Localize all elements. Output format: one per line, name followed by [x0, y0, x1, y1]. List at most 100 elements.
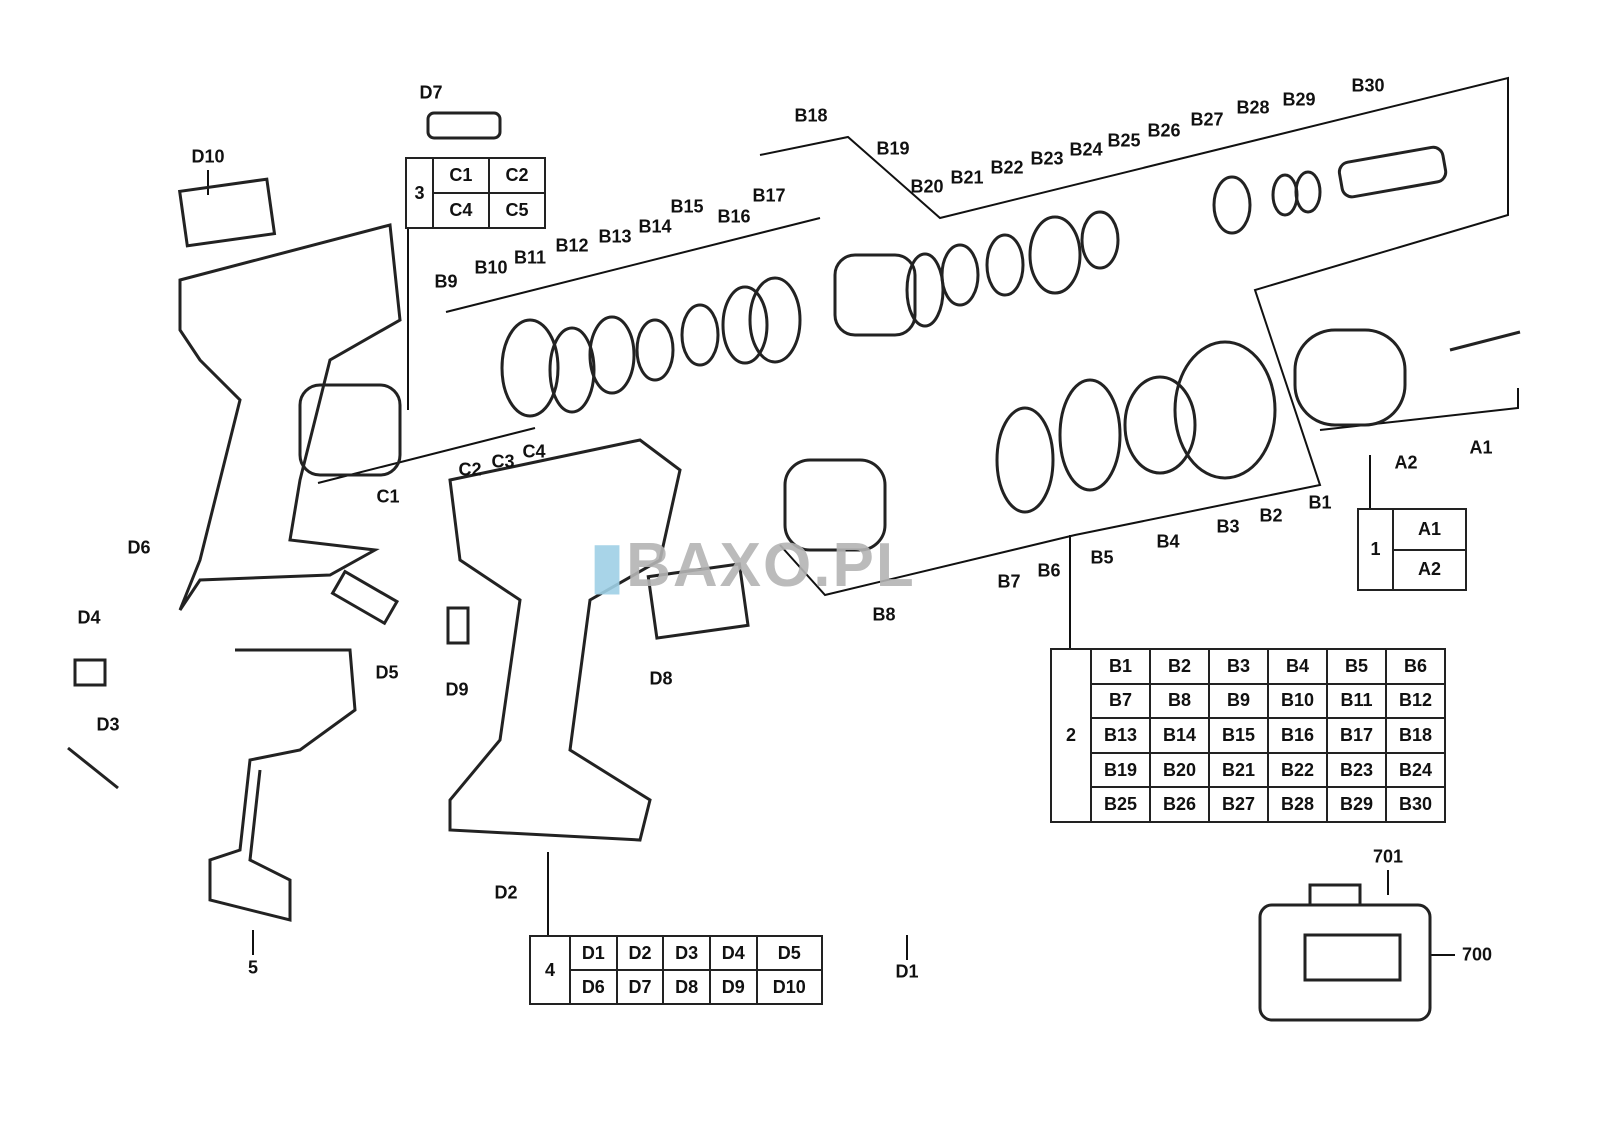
callout-label: C1: [376, 486, 400, 507]
part-cell: B4: [1267, 648, 1328, 685]
part-cell: B8: [1149, 682, 1210, 720]
baxo-watermark: ▮BAXO.PL: [590, 531, 916, 600]
part-cell: B7: [1090, 682, 1151, 720]
callout-label: B16: [717, 206, 751, 227]
part-cell: B16: [1267, 717, 1328, 754]
part-cell: D6: [569, 969, 618, 1005]
callout-label: B20: [910, 176, 944, 197]
callout-label: D9: [445, 679, 469, 700]
washer-b11: [548, 326, 596, 414]
part-cell: B27: [1208, 786, 1269, 823]
washer-b29b: [1294, 170, 1322, 214]
spindle-b30: [1337, 145, 1448, 199]
callout-label: D1: [895, 961, 919, 982]
callout-label: B11: [513, 247, 547, 268]
gear-b21: [985, 233, 1025, 297]
group-a-bracket: [1319, 388, 1519, 431]
contact-d4: [73, 658, 107, 687]
part-cell: D4: [708, 935, 758, 971]
part-cell: A1: [1392, 508, 1467, 551]
callout-label: D3: [96, 714, 120, 735]
plate-b10: [500, 318, 560, 418]
callout-label: B12: [555, 235, 589, 256]
switch-5: [208, 648, 357, 922]
switch-cover-d7: [426, 111, 502, 140]
part-cell: B5: [1326, 648, 1387, 685]
callout-label: B9: [434, 271, 458, 292]
part-cell: B24: [1385, 751, 1446, 789]
callout-label: D5: [375, 662, 399, 683]
part-cell: B19: [1090, 751, 1151, 789]
parts: [67, 111, 1521, 1022]
part-cell: B12: [1385, 682, 1446, 720]
callout-label: B13: [598, 226, 632, 247]
callout-label: B3: [1216, 516, 1240, 537]
callout-label: B27: [1190, 109, 1224, 130]
callout-label: B7: [997, 571, 1021, 592]
callout-label: B29: [1282, 89, 1316, 110]
watermark-brand: BAXO: [626, 531, 814, 600]
label-plate-d10: [177, 177, 277, 248]
part-cell: B15: [1208, 717, 1269, 754]
washer-b5: [995, 406, 1055, 514]
callout-label: B4: [1156, 531, 1180, 552]
callout-label: B24: [1069, 139, 1103, 160]
part-cell: B9: [1208, 682, 1269, 720]
callout-label: B26: [1147, 120, 1181, 141]
callout-label: A1: [1469, 437, 1493, 458]
case-handle-701: [1308, 883, 1362, 907]
part-cell: B22: [1267, 751, 1328, 789]
housing-b8: [783, 458, 887, 552]
part-cell: A2: [1392, 548, 1467, 591]
part-cell: B23: [1326, 751, 1387, 789]
callout-label: B6: [1037, 560, 1061, 581]
callout-label: A2: [1394, 452, 1418, 473]
case-window: [1303, 933, 1402, 982]
housing-right-half: [448, 438, 682, 842]
part-cell: D2: [615, 935, 665, 971]
ring-gear-b12: [588, 315, 636, 395]
callout-label: D4: [77, 607, 101, 628]
callout-label: B18: [794, 105, 828, 126]
part-cell: B30: [1385, 786, 1446, 823]
part-cell: C2: [487, 157, 547, 194]
part-cell: B13: [1090, 717, 1151, 754]
part-cell: D3: [662, 935, 711, 971]
group-number: 3: [405, 157, 434, 229]
gear-b20: [940, 243, 980, 307]
callout-label: D8: [649, 668, 673, 689]
part-cell: D10: [755, 969, 824, 1005]
group-b9-bracket: [445, 217, 821, 313]
watermark-suffix: .PL: [813, 531, 916, 600]
part-cell: B17: [1326, 717, 1387, 754]
callout-label: B15: [670, 196, 704, 217]
carrier-b23: [1080, 210, 1120, 270]
part-cell: B26: [1149, 786, 1210, 823]
part-cell: B18: [1385, 717, 1446, 754]
callout-label: B8: [872, 604, 896, 625]
callout-label: 701: [1372, 846, 1404, 867]
spring-b4: [1058, 378, 1122, 492]
part-cell: B6: [1385, 648, 1446, 685]
gear-b13: [635, 318, 675, 382]
group-number: 2: [1050, 648, 1092, 823]
group-number: 4: [529, 935, 571, 1005]
callout-label: B17: [752, 185, 786, 206]
part-cell: B11: [1326, 682, 1387, 720]
ring-b3: [1123, 375, 1197, 475]
part-cell: C1: [431, 157, 490, 194]
label-d8: [646, 562, 750, 640]
callout-label: B22: [990, 157, 1024, 178]
callout-label: B2: [1259, 505, 1283, 526]
housing-left-half: [178, 223, 402, 611]
group-b-upper-bracket: [759, 76, 1509, 597]
screw-a1: [1449, 330, 1521, 352]
ring-b15: [748, 276, 802, 364]
group-number: 1: [1356, 508, 1395, 591]
callout-label: B5: [1090, 547, 1114, 568]
